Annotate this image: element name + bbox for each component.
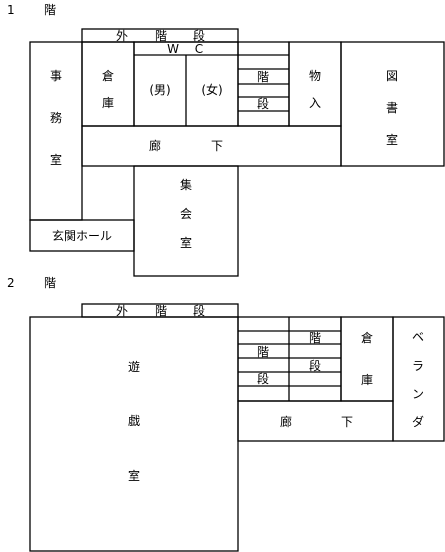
f1-entrance-label: 玄関ホール [52, 228, 112, 243]
f2-veranda-label-1: ベ [412, 330, 424, 344]
f1-corridor-label-1: 廊 [149, 138, 161, 153]
f2-storage-label-2: 庫 [361, 373, 373, 387]
f1-outer-stairs-label-1: 外 [116, 29, 128, 43]
f1-outer-stairs-label-3: 段 [193, 28, 205, 43]
f1-goods-entry-label-1: 物 [309, 69, 321, 83]
f1-assembly-label-1: 集 [180, 177, 192, 192]
f2-playroom-label-1: 遊 [128, 359, 140, 374]
f1-library-label-1: 図 [386, 69, 398, 83]
f1-library-label-3: 室 [386, 132, 398, 147]
f2-stairs-right-label-1: 階 [309, 330, 321, 345]
f1-outer-stairs-label-2: 階 [155, 28, 167, 43]
f1-office-label-1: 事 [50, 69, 62, 83]
f1-wc-label-w: W [167, 42, 179, 56]
f1-men-label: (男) [149, 83, 170, 97]
f1-women-label: (女) [201, 82, 222, 97]
f1-storage-label-1: 倉 [102, 68, 114, 83]
f2-veranda [392, 316, 445, 442]
f1-assembly-label-2: 会 [180, 207, 192, 221]
f2-outer-stairs-label-2: 階 [155, 303, 167, 318]
f1-stairs-label-1: 階 [257, 69, 269, 84]
f1-corridor-label-2: 下 [211, 139, 223, 153]
f2-outer-stairs-label-3: 段 [193, 303, 205, 318]
f2-outer-stairs-label-1: 外 [116, 304, 128, 318]
floor2-heading-kai: 階 [44, 276, 57, 290]
f2-playroom-label-2: 戯 [128, 414, 140, 428]
f1-goods-entry-label-2: 入 [309, 96, 321, 110]
f2-veranda-label-2: ラ [412, 359, 424, 373]
f1-office-label-2: 務 [50, 111, 62, 125]
floor2-heading-number: 2 [7, 276, 15, 290]
f1-library-room [340, 41, 445, 167]
f2-corridor-label-2: 下 [341, 415, 353, 429]
f1-office-label-3: 室 [50, 152, 62, 167]
f2-stairs-right-label-2: 段 [309, 358, 321, 373]
f2-corridor [237, 400, 394, 442]
f2-storage-room [340, 316, 394, 402]
f2-veranda-label-4: ダ [412, 414, 424, 429]
f1-stairs-label-2: 段 [257, 96, 269, 111]
f2-corridor-label-1: 廊 [280, 414, 292, 429]
f2-stairs-left-label-2: 段 [257, 371, 269, 386]
f1-storage-room [81, 41, 135, 127]
f1-library-label-2: 書 [386, 101, 398, 115]
floor1-heading-number: 1 [7, 3, 15, 17]
f2-playroom-label-3: 室 [128, 468, 140, 483]
f2-stairs-left-label-1: 階 [257, 344, 269, 359]
floor1-heading-kai: 階 [44, 3, 57, 17]
f1-wc-label-c: C [195, 42, 203, 56]
f1-entrance-hall [29, 219, 135, 252]
f2-veranda-label-3: ン [412, 387, 424, 401]
f1-assembly-label-3: 室 [180, 235, 192, 250]
f2-storage-label-1: 倉 [361, 330, 373, 345]
f1-storage-label-2: 庫 [102, 96, 114, 110]
f1-goods-entry-room [288, 41, 342, 127]
f2-playroom [29, 316, 239, 552]
